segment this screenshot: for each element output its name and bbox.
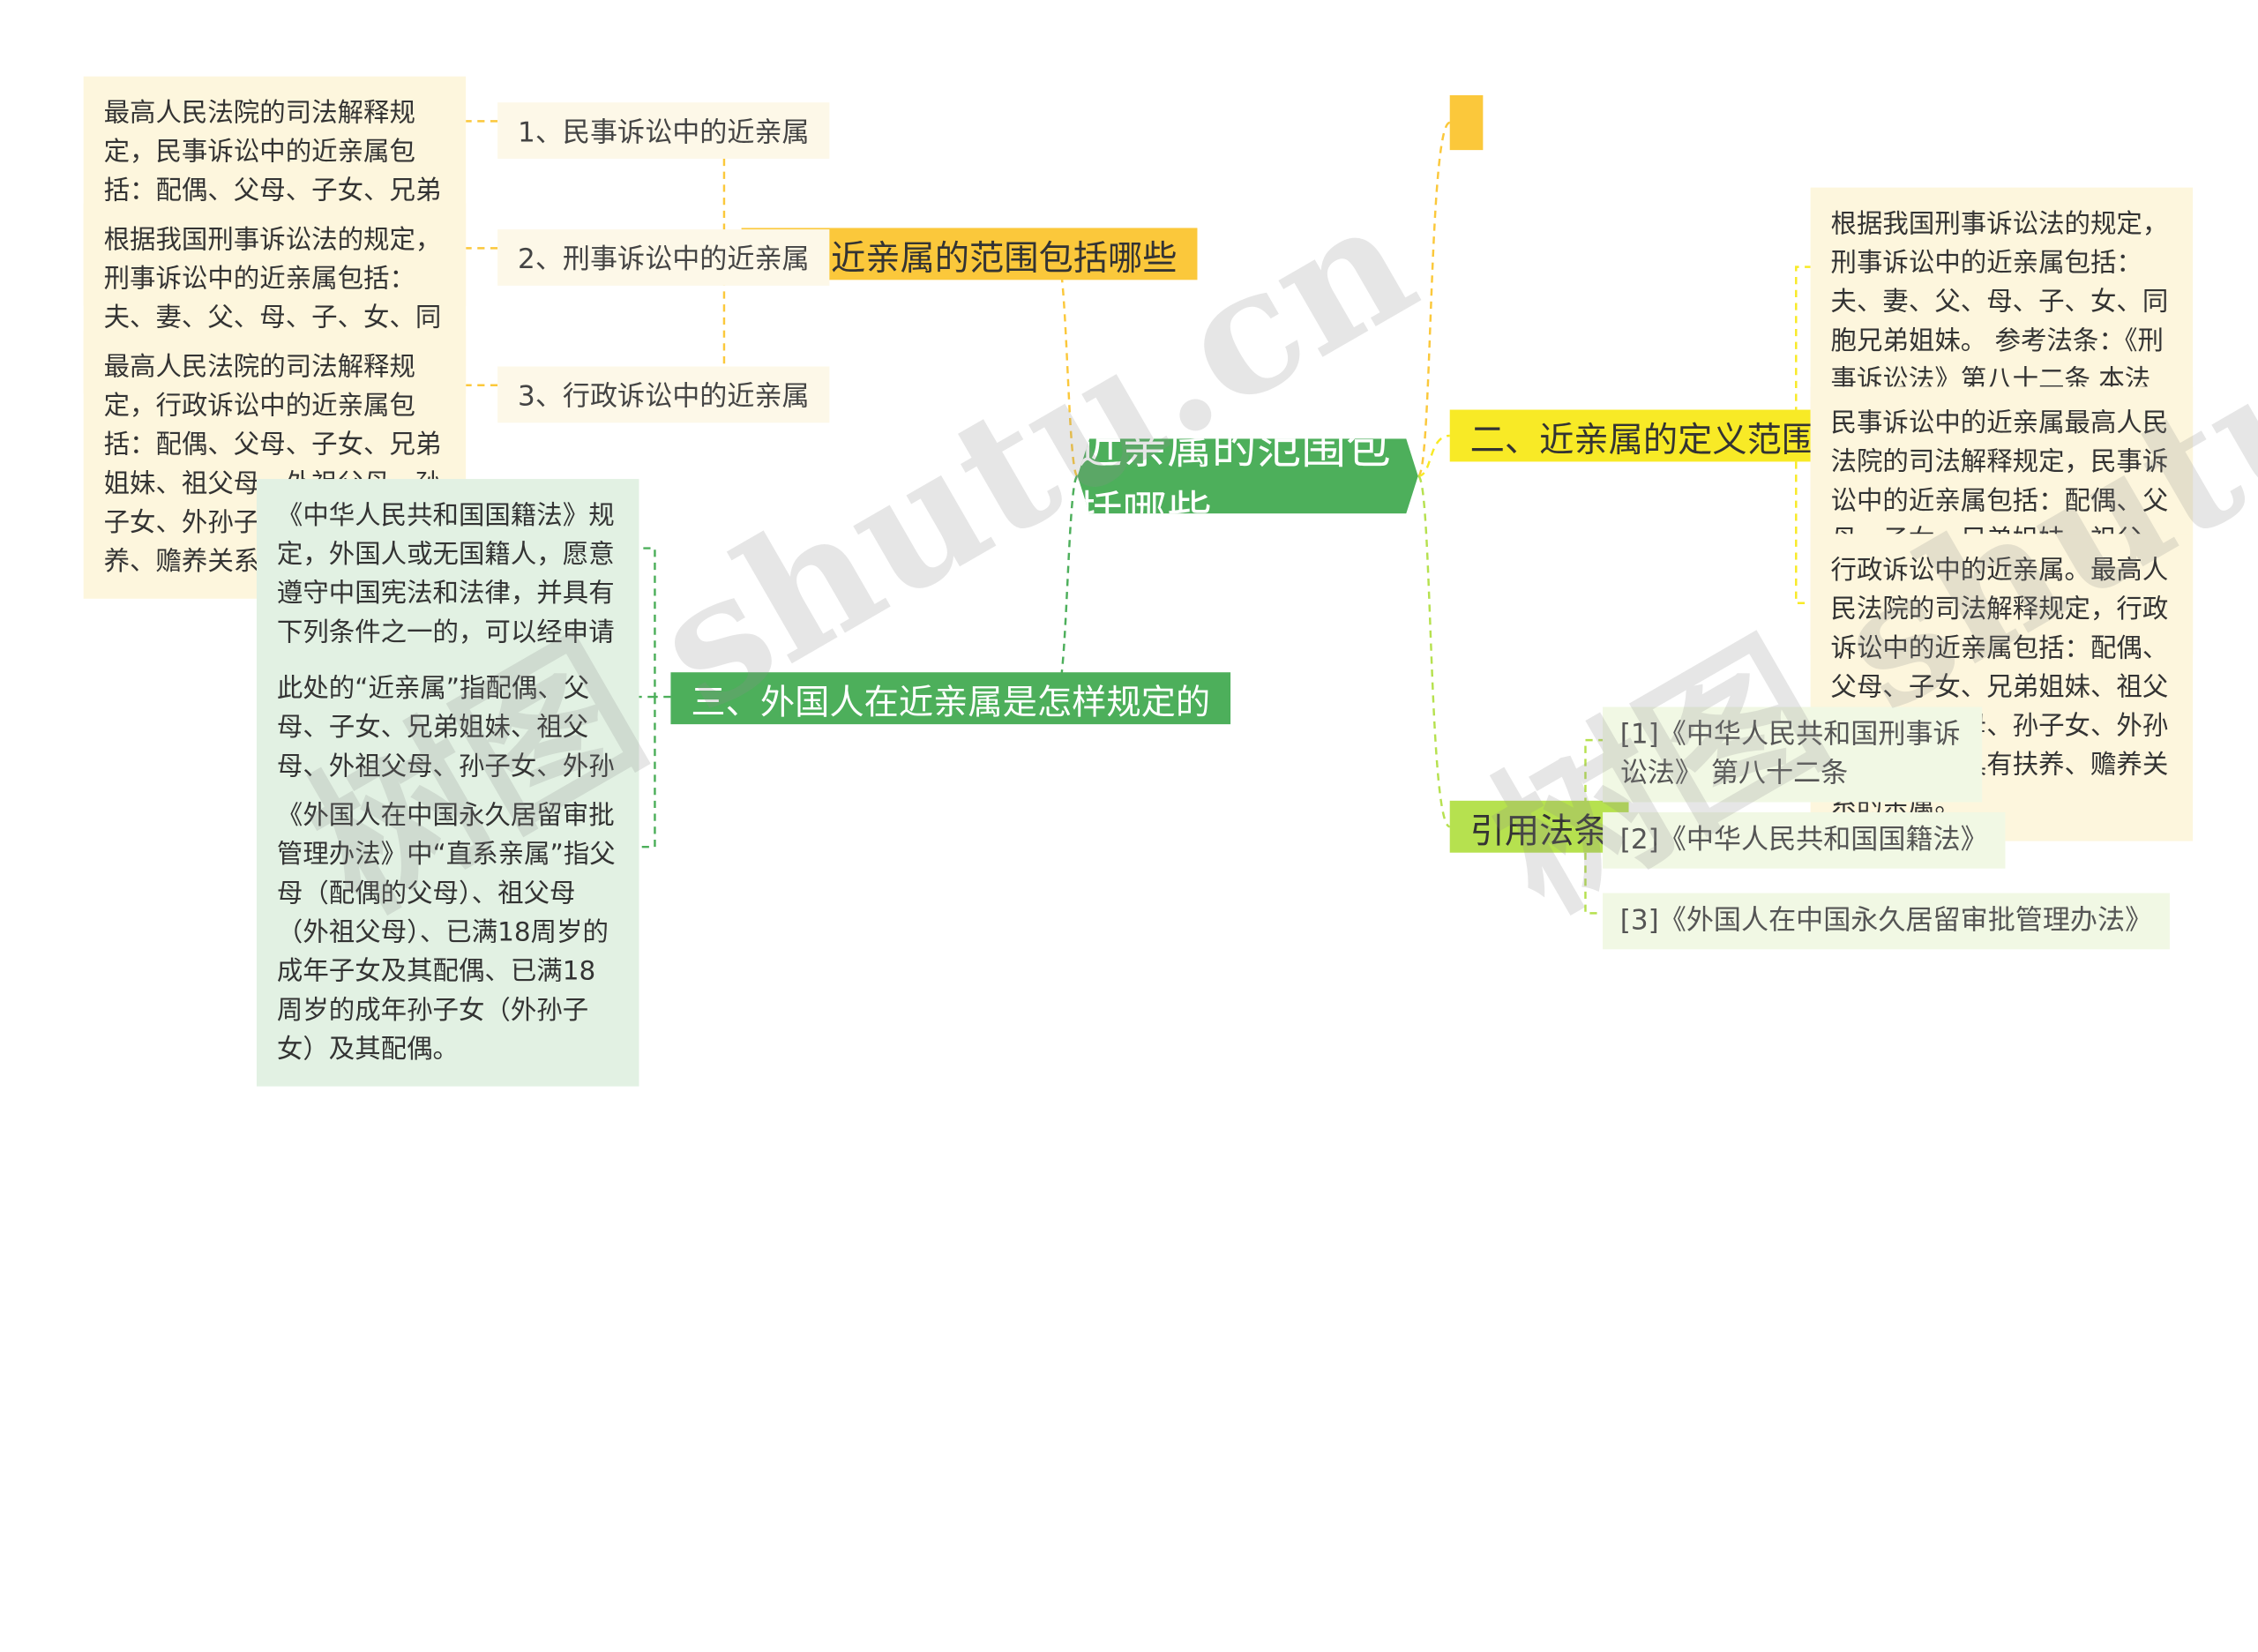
subtopic-criminal[interactable]: 2、刑事诉讼中的近亲属 [497, 229, 830, 286]
detail-permanent-residence: 《外国人在中国永久居留审批管理办法》中“直系亲属”指父母（配偶的父母）、祖父母（… [257, 779, 639, 1087]
reference-permanent-residence-rules[interactable]: [3]《外国人在中国永久居留审批管理办法》 [1603, 893, 2171, 950]
connector [714, 120, 742, 254]
connector [1055, 475, 1080, 699]
branch-empty[interactable] [1449, 94, 1484, 151]
connector [639, 547, 671, 699]
reference-criminal-procedure-law[interactable]: [1]《中华人民共和国刑事诉讼法》 第八十二条 [1603, 706, 1983, 803]
subtopic-administrative[interactable]: 3、行政诉讼中的近亲属 [497, 366, 830, 423]
connector [1417, 121, 1452, 478]
reference-nationality-law[interactable]: [2]《中华人民共和国国籍法》 [1603, 811, 2006, 869]
connector [1417, 475, 1452, 828]
connector [639, 697, 656, 848]
connector [1055, 251, 1080, 478]
connector [1417, 434, 1451, 478]
branch-references[interactable]: 引用法条 [1449, 800, 1629, 853]
root-topic[interactable]: 近亲属的范围包括哪些 [1077, 438, 1418, 514]
branch-foreigners[interactable]: 三、外国人在近亲属是怎样规定的 [670, 672, 1231, 725]
subtopic-civil[interactable]: 1、民事诉讼中的近亲属 [497, 102, 830, 159]
connector [1795, 435, 1811, 604]
